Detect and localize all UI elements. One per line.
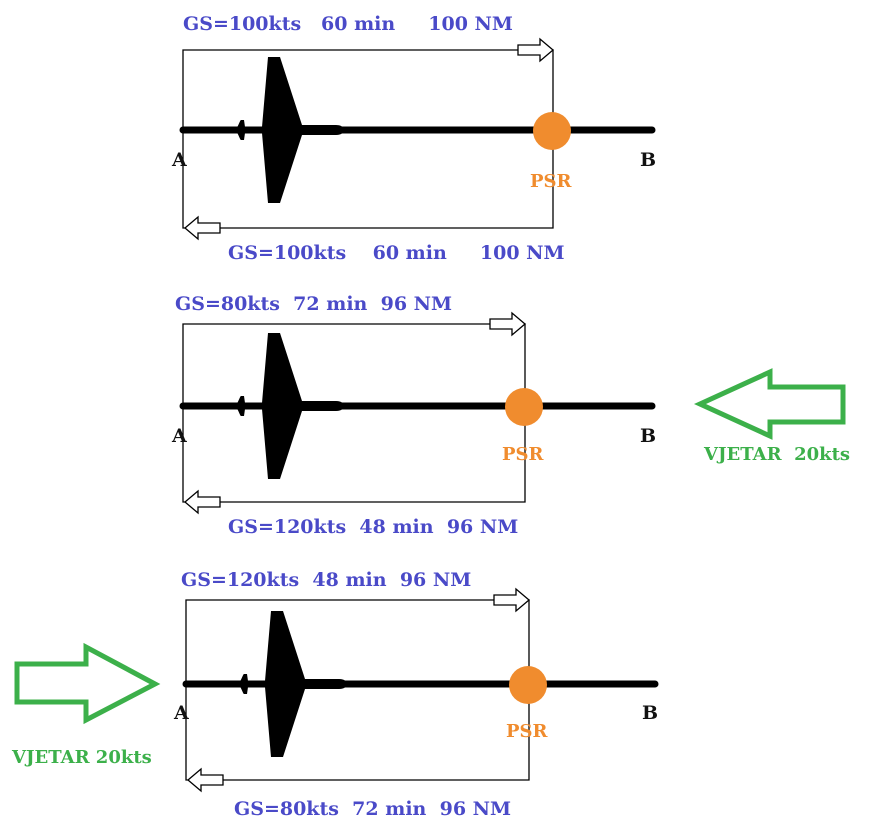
outbound-arrow-icon xyxy=(517,37,555,63)
psr-dot-icon xyxy=(509,666,547,704)
bottom-route-label: GS=120kts 48 min 96 NM xyxy=(228,516,518,538)
airplane-icon xyxy=(232,57,344,203)
outbound-arrow-icon xyxy=(493,587,531,613)
point-a-label: A xyxy=(171,149,187,171)
bottom-route-label: GS=100kts 60 min 100 NM xyxy=(228,242,565,264)
wind-arrow-icon xyxy=(14,642,161,725)
outbound-arrow-icon xyxy=(489,311,527,337)
panel-tailwind: GS=120kts 48 min 96 NM GS=80kts 72 min 9… xyxy=(11,569,659,820)
panel-no-wind: GS=100kts 60 min 100 NM GS=100kts 60 min… xyxy=(171,13,656,264)
point-b-label: B xyxy=(640,149,656,171)
top-route-label: GS=80kts 72 min 96 NM xyxy=(175,293,452,315)
route-box xyxy=(185,599,530,781)
psr-dot-icon xyxy=(533,112,571,150)
point-b-label: B xyxy=(640,425,656,447)
return-arrow-icon xyxy=(183,215,221,241)
airplane-icon xyxy=(235,611,347,757)
psr-label: PSR xyxy=(506,721,549,742)
wind-label: VJETAR 20kts xyxy=(703,444,850,465)
bottom-route-label: GS=80kts 72 min 96 NM xyxy=(234,798,511,820)
return-arrow-icon xyxy=(186,767,224,793)
point-b-label: B xyxy=(642,702,658,724)
route-box xyxy=(182,49,554,229)
psr-label: PSR xyxy=(530,171,573,192)
wind-label: VJETAR 20kts xyxy=(11,747,152,768)
return-arrow-icon xyxy=(183,489,221,515)
airplane-icon xyxy=(232,333,344,479)
top-route-label: GS=120kts 48 min 96 NM xyxy=(181,569,471,591)
top-route-label: GS=100kts 60 min 100 NM xyxy=(183,13,513,35)
wind-arrow-icon xyxy=(693,368,846,440)
point-a-label: A xyxy=(171,425,187,447)
route-box xyxy=(182,323,526,503)
psr-label: PSR xyxy=(502,444,545,465)
panel-headwind: GS=80kts 72 min 96 NM GS=120kts 48 min 9… xyxy=(171,293,850,538)
psr-dot-icon xyxy=(505,388,543,426)
point-a-label: A xyxy=(173,702,189,724)
